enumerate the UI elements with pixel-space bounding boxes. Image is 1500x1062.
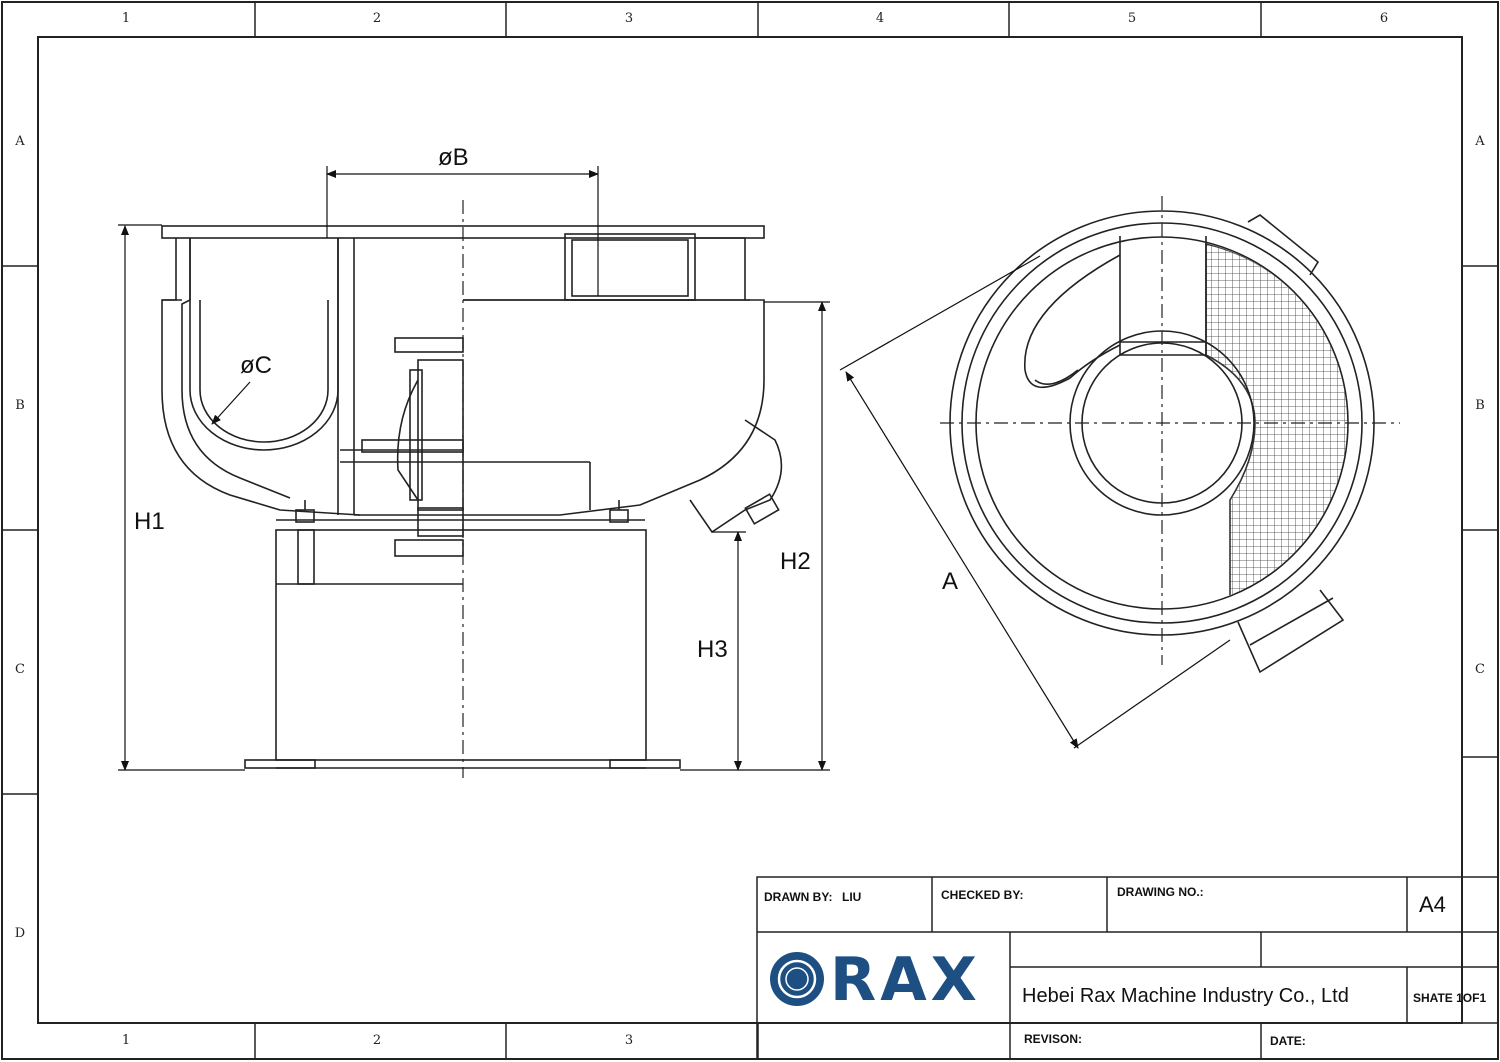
row-label-a-left: A [15,134,25,149]
side-view [161,225,783,769]
dimension-label-phi-b: øB [438,144,469,171]
col-label-2: 2 [372,11,382,26]
bottom-col-label-3: 3 [624,1033,634,1048]
rax-logo-emblem [770,952,824,1006]
dimension-a [839,255,1231,749]
col-label-4: 4 [875,11,885,26]
drawing-no-label: DRAWING NO.: [1117,885,1204,899]
company-name: Hebei Rax Machine Industry Co., Ltd [1022,985,1349,1007]
bottom-col-label-1: 1 [121,1033,131,1048]
rax-logo-text: RAX [830,945,981,1015]
row-label-c-left: C [15,662,25,677]
col-label-1: 1 [121,11,131,26]
revision-label: REVISON: [1024,1032,1083,1046]
sheet-size: A4 [1419,892,1446,917]
dimension-lines-side [118,166,830,771]
checked-by-label: CHECKED BY: [941,888,1024,902]
dimension-label-h2: H2 [780,548,811,575]
row-label-c-right: C [1475,662,1485,677]
bottom-col-label-2: 2 [372,1033,382,1048]
row-label-b-left: B [15,398,25,413]
drawn-by-value: LIU [842,890,862,904]
dimension-label-phi-c: øC [240,352,272,379]
centerlines-top [940,196,1400,665]
row-label-a-right: A [1475,134,1485,149]
dimension-label-a: A [942,568,959,595]
row-label-d-left: D [14,926,26,941]
col-label-6: 6 [1379,11,1389,26]
col-label-5: 5 [1127,11,1137,26]
row-label-b-right: B [1475,398,1485,413]
sheet-number: SHATE 1OF1 [1413,991,1487,1005]
col-label-3: 3 [624,11,634,26]
drawn-by-label: DRAWN BY: [764,890,833,904]
date-label: DATE: [1270,1034,1306,1048]
dimension-label-h1: H1 [134,508,165,535]
dimension-label-h3: H3 [697,636,728,663]
title-block [756,876,1499,1060]
